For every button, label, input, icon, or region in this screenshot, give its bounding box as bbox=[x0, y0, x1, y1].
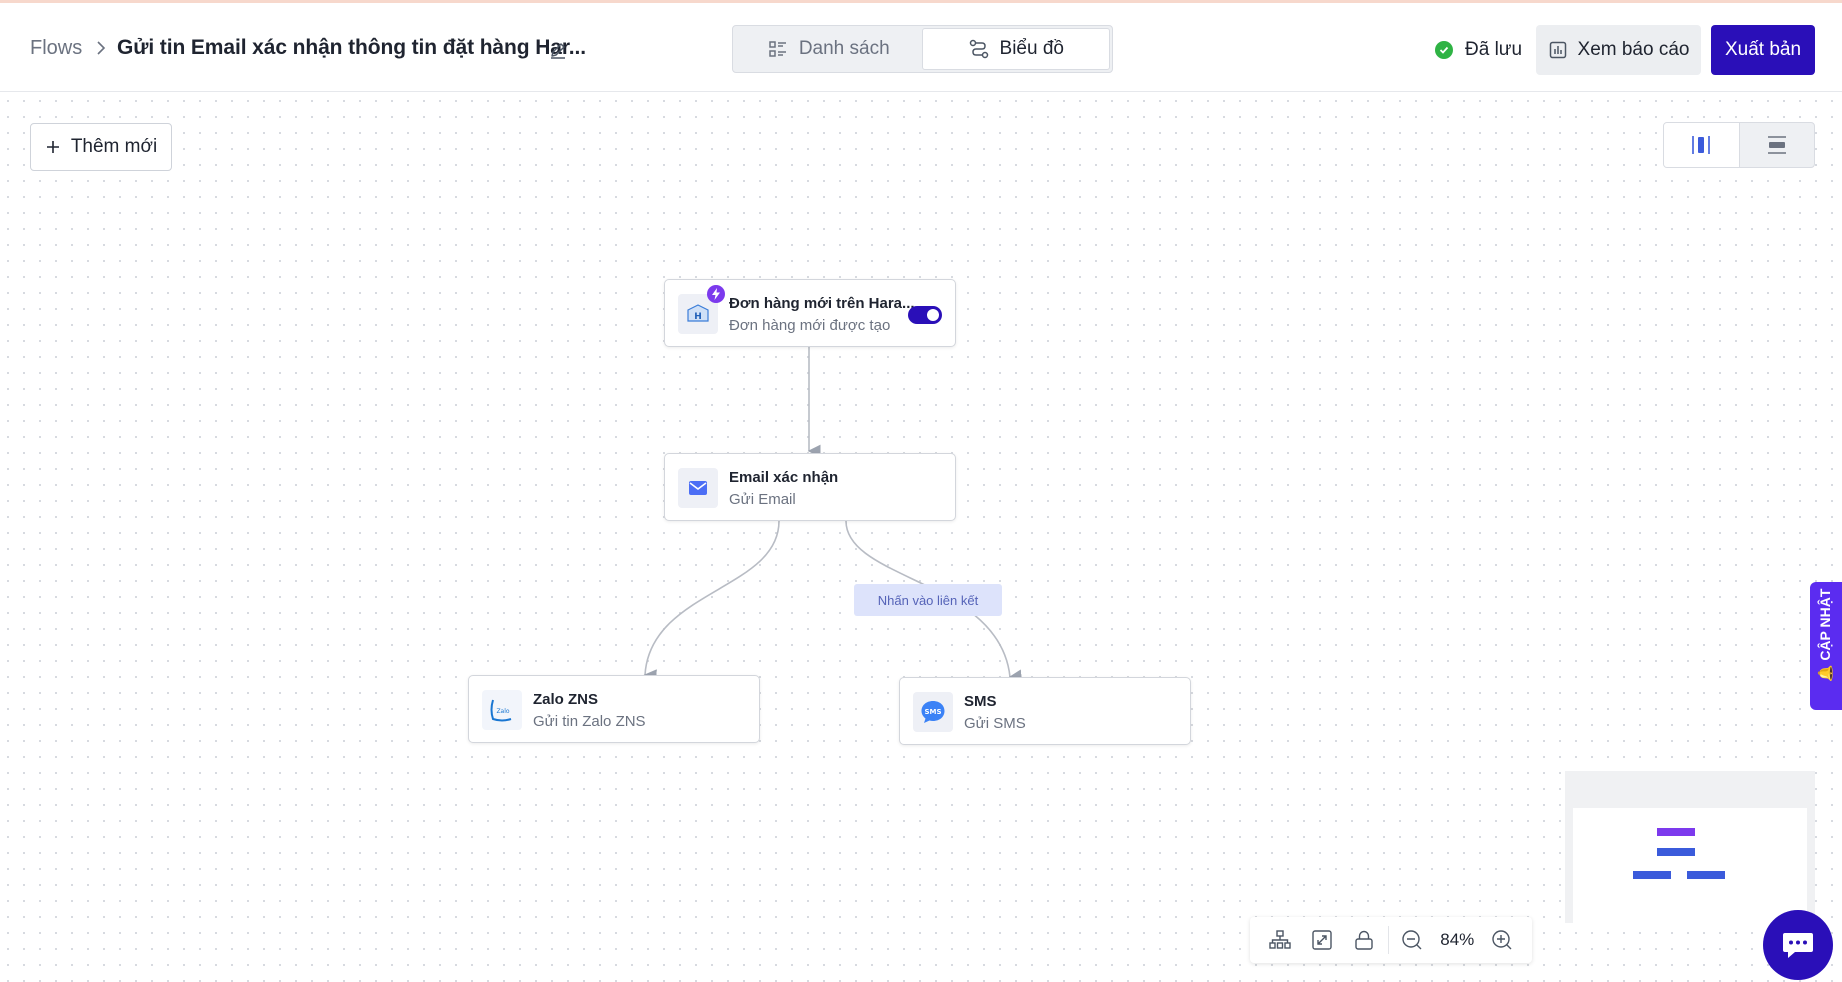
update-side-tab-label: 🔔 CẬP NHẬT bbox=[1817, 588, 1833, 682]
lock-canvas-button[interactable] bbox=[1344, 922, 1384, 958]
node-trigger[interactable]: H Đơn hàng mới trên Hara... Đơn hàng mới… bbox=[664, 279, 956, 347]
node-sms[interactable]: SMS SMS Gửi SMS bbox=[899, 677, 1191, 745]
top-accent-line bbox=[0, 0, 1842, 3]
node-zalo[interactable]: Zalo Zalo ZNS Gửi tin Zalo ZNS bbox=[468, 675, 760, 743]
email-icon bbox=[678, 468, 718, 508]
node-email-subtitle: Gửi Email bbox=[729, 491, 796, 508]
svg-text:Zalo: Zalo bbox=[496, 708, 509, 715]
edit-pencil-icon[interactable] bbox=[548, 40, 568, 60]
save-status-label: Đã lưu bbox=[1465, 39, 1523, 60]
node-email-title: Email xác nhận bbox=[729, 469, 839, 486]
tab-list[interactable]: Danh sách bbox=[735, 28, 922, 70]
lightning-bolt-icon bbox=[707, 285, 725, 303]
vertical-layout-icon bbox=[1692, 136, 1711, 154]
node-zalo-subtitle: Gửi tin Zalo ZNS bbox=[533, 713, 646, 730]
page-title: Gửi tin Email xác nhận thông tin đặt hàn… bbox=[117, 36, 586, 59]
view-report-label: Xem báo cáo bbox=[1577, 39, 1690, 60]
header: Flows Gửi tin Email xác nhận thông tin đ… bbox=[0, 3, 1842, 92]
chat-bubble-icon bbox=[1783, 933, 1813, 958]
breadcrumb-flows[interactable]: Flows bbox=[30, 37, 83, 59]
svg-text:SMS: SMS bbox=[924, 708, 941, 716]
tab-list-label: Danh sách bbox=[798, 38, 890, 59]
publish-button[interactable]: Xuất bản bbox=[1711, 25, 1815, 75]
minimap-node-trigger bbox=[1657, 828, 1695, 836]
tab-diagram-label: Biểu đồ bbox=[999, 38, 1064, 59]
minimap-viewport bbox=[1573, 808, 1807, 923]
node-sms-subtitle: Gửi SMS bbox=[964, 715, 1026, 732]
auto-layout-button[interactable] bbox=[1260, 922, 1300, 958]
svg-text:H: H bbox=[694, 312, 702, 322]
node-sms-title: SMS bbox=[964, 693, 997, 710]
fit-view-icon bbox=[1312, 930, 1332, 950]
sms-icon: SMS bbox=[913, 692, 953, 732]
plus-icon bbox=[46, 141, 59, 153]
trigger-enabled-toggle[interactable] bbox=[908, 306, 942, 324]
zoom-level: 84% bbox=[1440, 930, 1475, 949]
list-icon bbox=[769, 41, 786, 57]
minimap[interactable] bbox=[1565, 771, 1815, 923]
tab-diagram[interactable]: Biểu đồ bbox=[921, 28, 1110, 70]
add-new-button[interactable]: Thêm mới bbox=[30, 123, 172, 171]
edge-label[interactable]: Nhấn vào liên kết bbox=[854, 584, 1002, 616]
vertical-layout-button[interactable] bbox=[1664, 123, 1740, 167]
layout-toggle bbox=[1663, 122, 1815, 168]
check-circle-icon bbox=[1435, 41, 1453, 59]
zalo-icon: Zalo bbox=[482, 690, 522, 730]
minimap-node-email bbox=[1657, 848, 1695, 856]
update-side-tab[interactable]: 🔔 CẬP NHẬT bbox=[1810, 582, 1842, 710]
chevron-right-icon bbox=[97, 41, 106, 55]
report-chart-icon bbox=[1549, 41, 1566, 59]
zoom-toolbar: 84% bbox=[1250, 917, 1532, 963]
horizontal-layout-icon bbox=[1767, 136, 1786, 154]
zoom-in-button[interactable] bbox=[1482, 922, 1522, 958]
fit-view-button[interactable] bbox=[1302, 922, 1342, 958]
save-status: Đã lưu bbox=[1435, 39, 1522, 61]
node-email[interactable]: Email xác nhận Gửi Email bbox=[664, 453, 956, 521]
zoom-out-icon bbox=[1402, 930, 1422, 950]
minimap-node-zalo bbox=[1633, 871, 1671, 879]
minimap-node-sms bbox=[1687, 871, 1725, 879]
flow-diagram-icon bbox=[969, 39, 988, 59]
zoom-in-icon bbox=[1492, 930, 1512, 950]
lock-icon bbox=[1354, 930, 1373, 950]
zoom-out-button[interactable] bbox=[1393, 922, 1433, 958]
auto-layout-icon bbox=[1269, 930, 1291, 949]
add-new-label: Thêm mới bbox=[70, 136, 158, 157]
chat-support-button[interactable] bbox=[1763, 910, 1833, 980]
node-trigger-subtitle: Đơn hàng mới được tạo bbox=[729, 317, 891, 334]
toolbar-divider bbox=[1387, 926, 1389, 954]
horizontal-layout-button[interactable] bbox=[1740, 123, 1815, 167]
node-zalo-title: Zalo ZNS bbox=[533, 691, 599, 708]
view-report-button[interactable]: Xem báo cáo bbox=[1536, 25, 1701, 75]
node-trigger-title: Đơn hàng mới trên Hara... bbox=[729, 295, 915, 312]
view-tabs: Danh sách Biểu đồ bbox=[732, 25, 1113, 73]
